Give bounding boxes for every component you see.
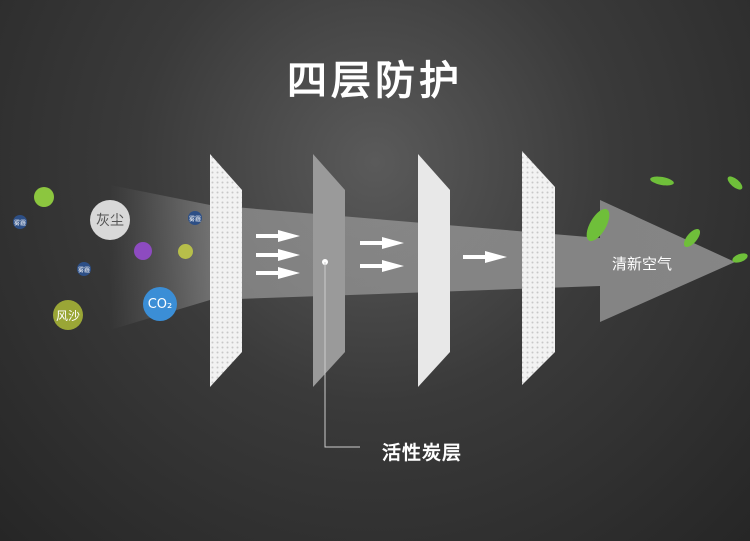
page-title: 四层防护 (287, 58, 463, 104)
leaf-icon (650, 176, 674, 186)
flow-arrow (256, 230, 300, 242)
flow-arrow (360, 237, 404, 249)
clean-air-label: 清新空气 (612, 255, 673, 273)
activated-carbon-label: 活性炭层 (382, 442, 463, 464)
pollutant-dust: 灰尘 (90, 200, 130, 240)
leaves (586, 176, 748, 263)
flow-arrow (360, 260, 404, 272)
flow-arrow (256, 267, 300, 279)
flow-arrow (256, 249, 300, 261)
leaf-icon (727, 176, 743, 190)
flow-arrows (256, 230, 507, 279)
pollutant-co2: CO₂ (143, 287, 177, 321)
pollutant-smog: 雾霾 (77, 262, 91, 276)
pollutant-sand: 风沙 (53, 300, 83, 330)
filter-layer-2-activated-carbon (313, 154, 345, 387)
filter-layer-3 (418, 154, 450, 387)
callout-line (324, 262, 360, 448)
filter-layer-1 (210, 154, 242, 387)
filter-layer-4 (522, 151, 555, 385)
pollutant-smog: 雾霾 (188, 211, 202, 225)
pollutant-dot (178, 244, 193, 259)
pollutant-dot (34, 187, 54, 207)
pollutant-smog: 雾霾 (13, 215, 27, 229)
leaf-icon (586, 208, 610, 242)
leaf-icon (732, 253, 748, 263)
leaf-icon (683, 228, 701, 248)
flow-arrow (463, 251, 507, 263)
pollutant-dot (134, 242, 152, 260)
